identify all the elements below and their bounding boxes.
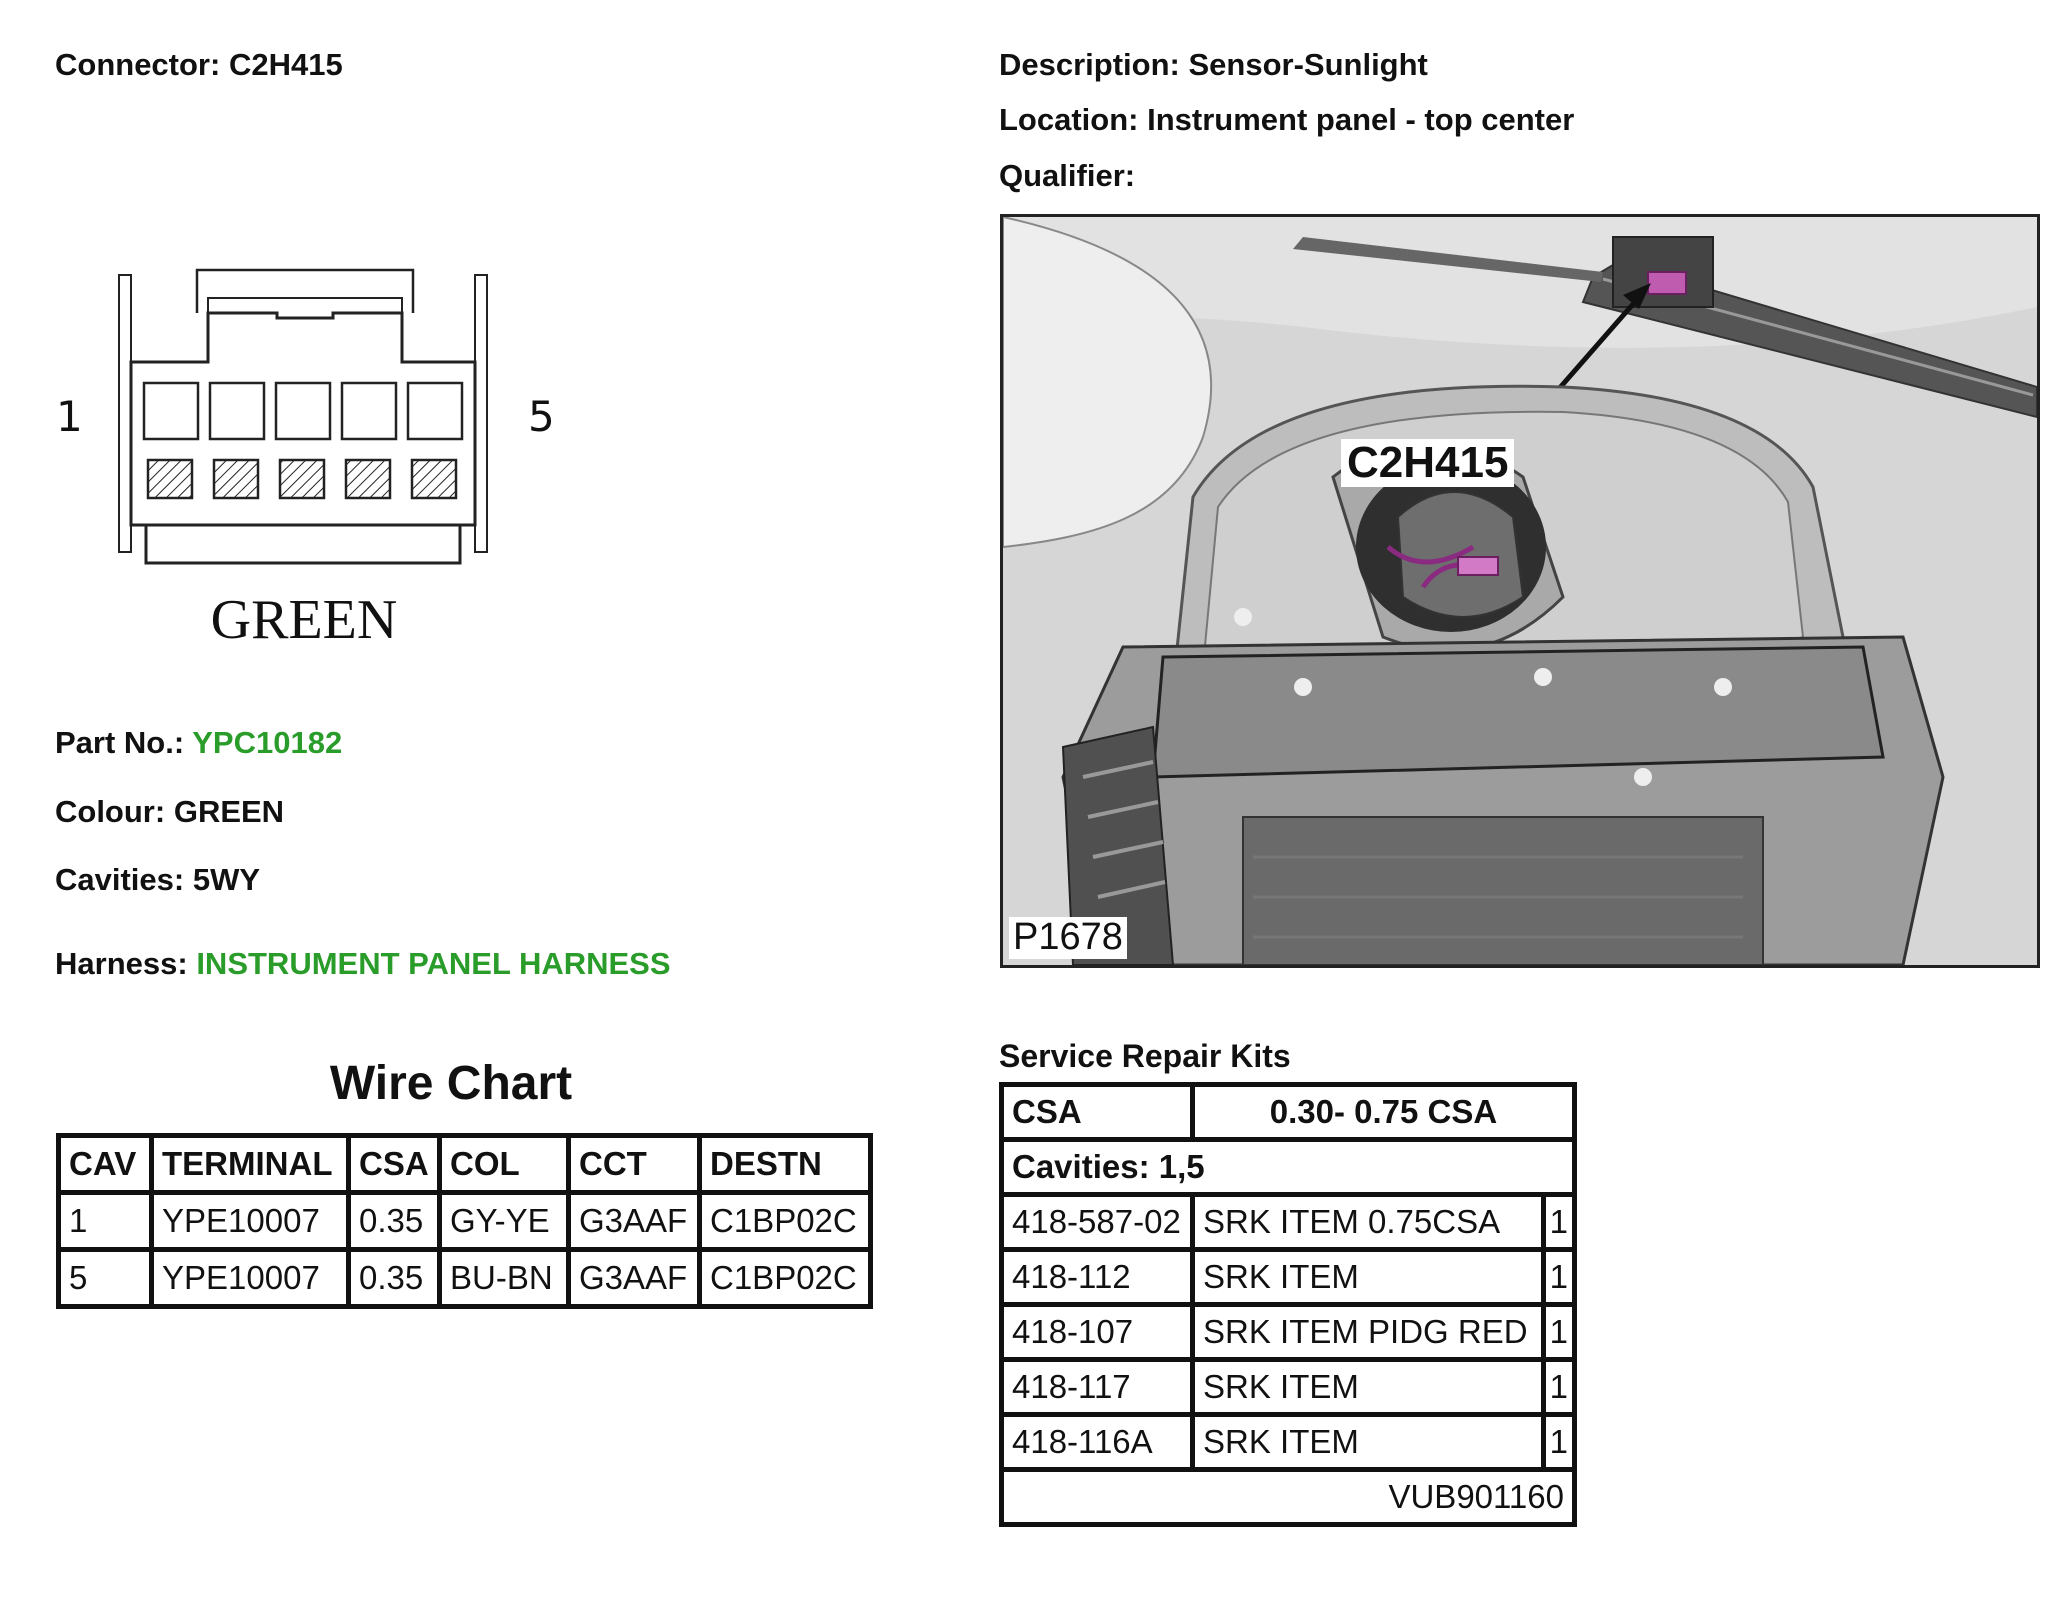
cell-csa: 0.35: [346, 1247, 442, 1309]
location-photo: C2H415 P1678: [1000, 214, 2040, 968]
cavity-3: [274, 381, 332, 441]
colour-value: GREEN: [173, 794, 285, 829]
srk-desc: SRK ITEM: [1190, 1412, 1546, 1472]
cell-csa: 0.35: [346, 1190, 442, 1252]
srk-desc: SRK ITEM: [1190, 1247, 1546, 1307]
part-no-label: Part No.:: [55, 725, 185, 760]
srk-desc: SRK ITEM PIDG RED: [1190, 1302, 1546, 1362]
table-row: 418-116A SRK ITEM 1: [999, 1412, 1578, 1472]
cavity-1: [142, 381, 200, 441]
pin-label-left: 1: [56, 392, 83, 441]
wire-chart-table: CAV TERMINAL CSA COL CCT DESTN 1 YPE1000…: [56, 1133, 873, 1309]
wire-chart-header-row: CAV TERMINAL CSA COL CCT DESTN: [56, 1133, 873, 1195]
part-no-value: YPC10182: [192, 725, 343, 760]
service-repair-kits-heading: Service Repair Kits: [999, 1038, 1291, 1074]
harness-line: Harness: INSTRUMENT PANEL HARNESS: [55, 948, 671, 979]
cell-col: GY-YE: [437, 1190, 571, 1252]
srk-desc: SRK ITEM: [1190, 1357, 1546, 1417]
cell-cct: G3AAF: [566, 1190, 702, 1252]
table-row: 418-587-02 SRK ITEM 0.75CSA 1: [999, 1192, 1578, 1252]
harness-value: INSTRUMENT PANEL HARNESS: [196, 946, 671, 981]
header-cct: CCT: [566, 1133, 702, 1195]
hatched-locks: [146, 458, 458, 500]
table-row: 418-117 SRK ITEM 1: [999, 1357, 1578, 1417]
description-label: Description:: [999, 47, 1180, 82]
pin-label-right: 5: [528, 392, 555, 441]
cell-cav: 5: [56, 1247, 154, 1309]
connector-color-label: GREEN: [210, 589, 398, 651]
cavity-2: [208, 381, 266, 441]
connector-value: C2H415: [228, 47, 343, 82]
colour-label: Colour:: [55, 794, 166, 829]
srk-part: 418-117: [999, 1357, 1195, 1417]
sensor-connector-highlight: [1647, 271, 1687, 295]
cavity-row: [142, 381, 464, 441]
cavity-5: [406, 381, 464, 441]
cell-col: BU-BN: [437, 1247, 571, 1309]
srk-footer-row: VUB901160: [999, 1467, 1577, 1527]
cavities-value: 5WY: [192, 862, 261, 897]
cell-cct: G3AAF: [566, 1247, 702, 1309]
srk-cavities: Cavities: 1,5: [999, 1137, 1577, 1197]
srk-qty: 1: [1540, 1357, 1578, 1417]
qualifier-label: Qualifier:: [999, 158, 1136, 193]
connector-line: Connector: C2H415: [55, 49, 343, 80]
srk-footer: VUB901160: [999, 1467, 1577, 1527]
cell-destn: C1BP02C: [697, 1247, 873, 1309]
srk-desc: SRK ITEM 0.75CSA: [1190, 1192, 1546, 1252]
srk-cavities-row: Cavities: 1,5: [999, 1137, 1577, 1197]
cavity-4: [340, 381, 398, 441]
location-value: Instrument panel - top center: [1147, 102, 1575, 137]
table-row: 418-112 SRK ITEM 1: [999, 1247, 1578, 1307]
srk-csa-label: CSA: [999, 1082, 1195, 1142]
srk-qty: 1: [1540, 1302, 1578, 1362]
location-line: Location: Instrument panel - top center: [999, 104, 1574, 135]
srk-part: 418-116A: [999, 1412, 1195, 1472]
header-col: COL: [437, 1133, 571, 1195]
wire-chart-title: Wire Chart: [329, 1057, 573, 1110]
header-cav: CAV: [56, 1133, 154, 1195]
description-line: Description: Sensor-Sunlight: [999, 49, 1428, 80]
service-repair-kits-table: CSA 0.30- 0.75 CSA Cavities: 1,5 418-587…: [999, 1082, 1578, 1527]
colour-line: Colour: GREEN: [55, 796, 284, 827]
cell-destn: C1BP02C: [697, 1190, 873, 1252]
srk-qty: 1: [1540, 1192, 1578, 1252]
cell-terminal: YPE10007: [149, 1247, 351, 1309]
photo-callout-label: C2H415: [1341, 438, 1515, 488]
table-row: 1 YPE10007 0.35 GY-YE G3AAF C1BP02C: [56, 1190, 873, 1252]
instrument-panel-illustration: [1003, 217, 2037, 965]
srk-csa-value: 0.30- 0.75 CSA: [1190, 1082, 1577, 1142]
cell-cav: 1: [56, 1190, 154, 1252]
cavities-line: Cavities: 5WY: [55, 864, 260, 895]
connector-face-drawing: [118, 268, 488, 565]
cavities-label: Cavities:: [55, 862, 185, 897]
srk-part: 418-107: [999, 1302, 1195, 1362]
connector-diagram: 1 5 GREEN: [40, 250, 600, 670]
location-label: Location:: [999, 102, 1139, 137]
header-terminal: TERMINAL: [149, 1133, 351, 1195]
header-destn: DESTN: [697, 1133, 873, 1195]
srk-csa-row: CSA 0.30- 0.75 CSA: [999, 1082, 1577, 1142]
srk-part: 418-112: [999, 1247, 1195, 1307]
part-no-line: Part No.: YPC10182: [55, 727, 342, 758]
photo-id-label: P1678: [1009, 916, 1127, 959]
srk-part: 418-587-02: [999, 1192, 1195, 1252]
srk-qty: 1: [1540, 1247, 1578, 1307]
header-csa: CSA: [346, 1133, 442, 1195]
connector-label: Connector:: [55, 47, 221, 82]
cell-terminal: YPE10007: [149, 1190, 351, 1252]
srk-qty: 1: [1540, 1412, 1578, 1472]
qualifier-line: Qualifier:: [999, 160, 1135, 191]
table-row: 5 YPE10007 0.35 BU-BN G3AAF C1BP02C: [56, 1247, 873, 1309]
description-value: Sensor-Sunlight: [1188, 47, 1428, 82]
harness-label: Harness:: [55, 946, 188, 981]
table-row: 418-107 SRK ITEM PIDG RED 1: [999, 1302, 1578, 1362]
